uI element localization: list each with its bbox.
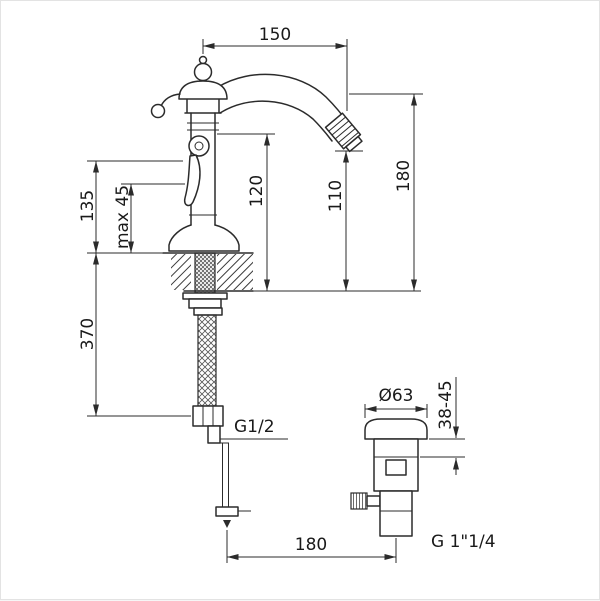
dim-label-max-thickness: max 45 <box>113 185 133 249</box>
dim-inlet-thread: G1/2 <box>220 417 288 440</box>
dim-label-spout-height: 120 <box>247 175 267 207</box>
faucet-drawing <box>150 55 428 537</box>
dim-mount-thickness: 38-45 <box>420 377 465 475</box>
drain-tailpiece <box>379 490 413 537</box>
spout <box>217 73 349 142</box>
hose-ferrule <box>193 307 223 316</box>
drain-flange <box>364 418 428 440</box>
overflow-window <box>385 459 407 476</box>
dim-label-hose-length: 370 <box>78 318 98 350</box>
drip-mark <box>223 520 231 528</box>
hose-end-tube <box>207 425 221 444</box>
dim-label-top-width: 150 <box>259 25 291 45</box>
deck-section <box>162 252 254 292</box>
dim-label-drain-diameter: Ø63 <box>378 386 413 406</box>
finial-tip <box>198 55 208 65</box>
drain-assembly <box>350 418 428 537</box>
dim-label-body-height: 135 <box>78 190 98 222</box>
faucet-body <box>184 98 222 226</box>
aerator <box>324 112 363 153</box>
pipe-fitting <box>215 506 239 517</box>
faucet-base <box>168 224 240 252</box>
supply-hose <box>192 307 251 528</box>
clamp-washer <box>182 292 228 300</box>
dim-drain-thread: G 1"1/4 <box>431 532 496 552</box>
dim-label-outlet-height: 110 <box>326 180 346 212</box>
dimensions: 150 180 135 max 45 120 <box>78 25 496 563</box>
dim-total-height: 180 <box>349 93 423 291</box>
mounting-nut <box>188 298 222 309</box>
dim-label-total-height: 180 <box>394 160 414 192</box>
hose-nut <box>192 405 224 427</box>
dim-outlet-height: 110 <box>326 150 363 291</box>
dim-bottom-offset: 180 <box>226 530 397 563</box>
finial-ball <box>193 62 213 82</box>
dim-label-drain-thread: G 1"1/4 <box>431 532 496 552</box>
dim-top-width: 150 <box>202 25 348 111</box>
dim-max-thickness: max 45 <box>113 183 185 253</box>
supply-pipe <box>222 443 229 507</box>
dim-label-inlet-thread: G1/2 <box>234 417 275 437</box>
dim-spout-height: 120 <box>217 133 275 291</box>
dim-body-height: 135 <box>78 160 183 254</box>
dim-drain-diameter: Ø63 <box>364 386 428 418</box>
handle-top <box>150 55 228 119</box>
dim-label-bottom-offset: 180 <box>295 535 327 555</box>
dim-hose-length: 370 <box>78 253 191 417</box>
popup-knob <box>350 492 368 510</box>
lever-handle <box>183 135 210 207</box>
mounting-shank <box>182 252 228 309</box>
dim-label-mount-thickness: 38-45 <box>436 380 456 429</box>
handle-ball <box>150 103 166 119</box>
